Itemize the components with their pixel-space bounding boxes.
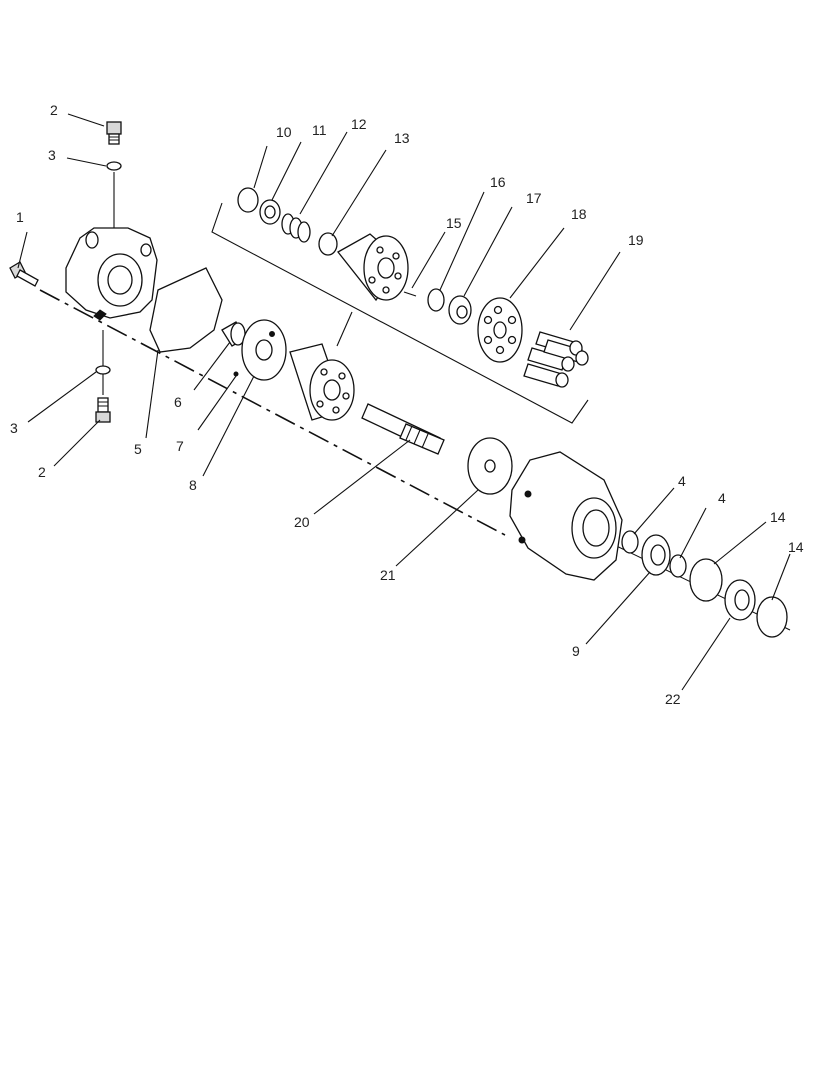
part-2-screw-bottom [95, 397, 111, 423]
part-4-seal-a [621, 530, 639, 554]
callout-4-a: 4 [678, 473, 686, 489]
callout-4-b: 4 [718, 490, 726, 506]
end-cover-housing [65, 227, 158, 321]
callout-16: 16 [490, 174, 506, 190]
callout-6: 6 [174, 394, 182, 410]
part-19-pistons [523, 331, 589, 388]
callout-1: 1 [16, 209, 24, 225]
leader-lines [17, 113, 791, 691]
part-14-snap-ring-b [756, 596, 788, 638]
part-12-spring [281, 213, 311, 243]
callout-22: 22 [665, 691, 681, 707]
part-21-thrust-washer [467, 437, 513, 495]
callout-5: 5 [134, 441, 142, 457]
callout-3-top: 3 [48, 147, 56, 163]
callout-20: 20 [294, 514, 310, 530]
part-10-ring [237, 187, 259, 213]
part-14-snap-ring-a [689, 558, 723, 602]
group-bracket-leader [336, 311, 353, 347]
callout-2-bottom: 2 [38, 464, 46, 480]
callout-14-a: 14 [770, 509, 786, 525]
part-20-shaft [361, 403, 445, 455]
part-17-ball-guide [448, 295, 472, 325]
part-18-retainer-plate [477, 297, 523, 363]
main-housing [509, 451, 623, 581]
callout-12: 12 [351, 116, 367, 132]
part-1-bolt [9, 261, 39, 287]
callout-21: 21 [380, 567, 396, 583]
cylinder-block-upper [337, 233, 409, 302]
part-13-ring [318, 232, 338, 256]
callout-14-b: 14 [788, 539, 804, 555]
part-4-seal-b [669, 554, 687, 578]
part-5-gasket [149, 267, 223, 353]
callout-3-bottom: 3 [10, 420, 18, 436]
callout-9: 9 [572, 643, 580, 659]
callout-18: 18 [571, 206, 587, 222]
part-2-screw-top [106, 121, 122, 145]
callout-13: 13 [394, 130, 410, 146]
callout-11: 11 [312, 122, 327, 138]
part-22-bearing [724, 579, 756, 621]
callout-15: 15 [446, 215, 462, 231]
callout-19: 19 [628, 232, 644, 248]
callout-17: 17 [526, 190, 542, 206]
callout-10: 10 [276, 124, 292, 140]
part-15-pin [403, 291, 417, 297]
part-11-ring [259, 199, 281, 225]
callout-8: 8 [189, 477, 197, 493]
vertical-screw-axis [102, 172, 115, 395]
part-9-bearing [641, 534, 671, 576]
part-16-ring [427, 288, 445, 312]
callout-7: 7 [176, 438, 184, 454]
part-6-bushing [221, 321, 247, 347]
part-3-washer-top [106, 161, 122, 171]
center-axis-line [39, 289, 506, 536]
cylinder-block-lower [289, 343, 355, 421]
part-8-valve-plate [241, 319, 287, 381]
part-7-pin [233, 371, 239, 377]
part-3-washer-bottom [95, 365, 111, 375]
group-bracket [211, 202, 589, 424]
callout-2-top: 2 [50, 102, 58, 118]
